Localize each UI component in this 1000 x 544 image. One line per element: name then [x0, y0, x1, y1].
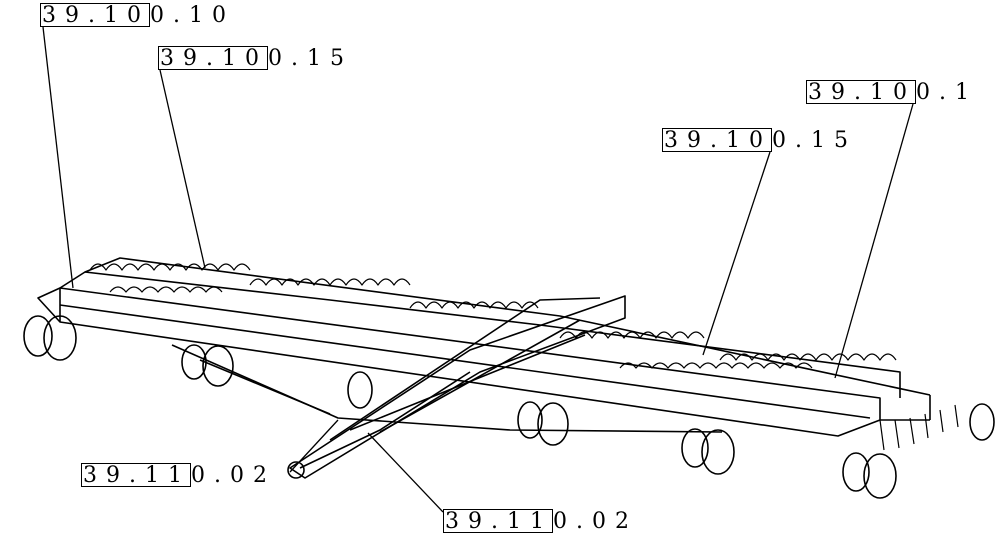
callout-label: 39.100.15	[662, 128, 857, 153]
callout-label: 39.100.1	[806, 80, 978, 105]
shank-rows	[89, 263, 959, 451]
callout-label: 39.100.10	[40, 3, 235, 28]
callout-label: 39.110.02	[81, 463, 276, 488]
wheels	[23, 315, 995, 499]
callout-label: 39.110.02	[443, 509, 638, 534]
callout-label: 39.100.15	[158, 46, 353, 71]
main-frame	[37, 257, 931, 437]
leader-lines	[42, 26, 914, 513]
hitch-tongue	[171, 295, 723, 479]
